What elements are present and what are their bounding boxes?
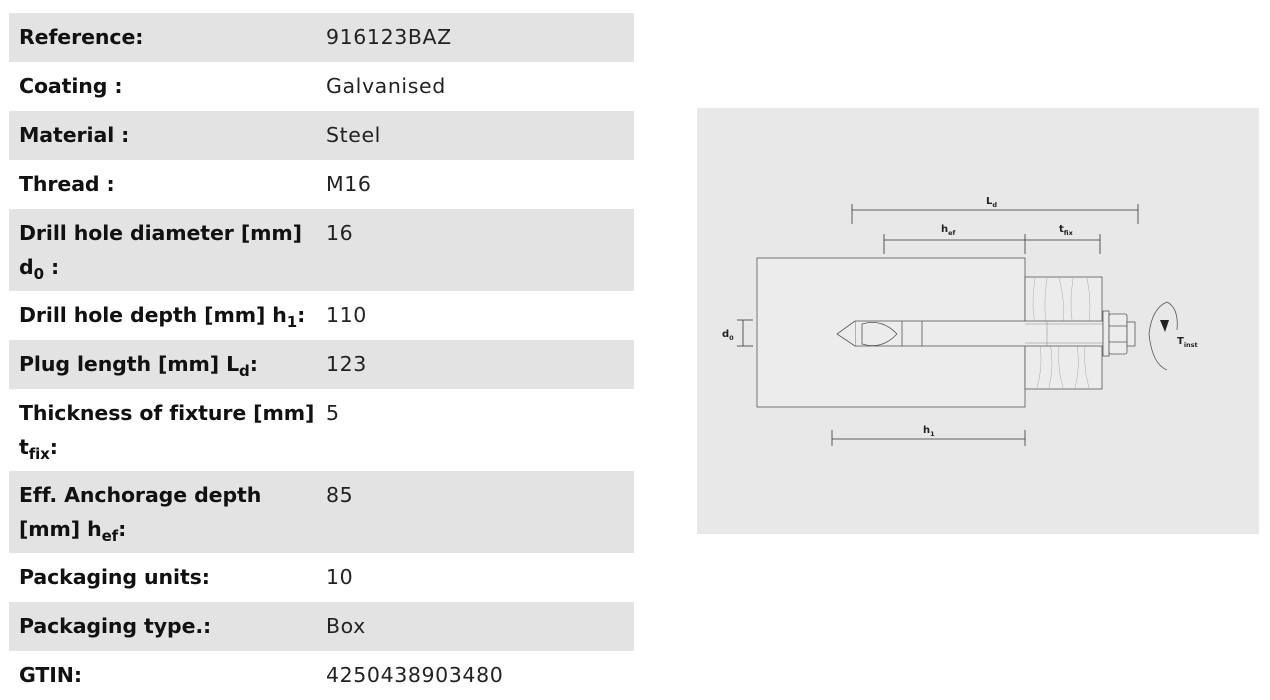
spec-value: 4250438903480 <box>326 663 504 687</box>
spec-row-material: Material : Steel <box>9 111 634 160</box>
dim-label-ld: Ld <box>986 196 997 209</box>
spec-row-reference: Reference: 916123BAZ <box>9 13 634 62</box>
dim-label-h1: h1 <box>923 425 935 438</box>
spec-value: 110 <box>326 303 367 327</box>
spec-row-packaging-units: Packaging units: 10 <box>9 553 634 602</box>
nut <box>1108 313 1128 355</box>
spec-row-packaging-type: Packaging type.: Box <box>9 602 634 651</box>
anchor-technical-drawing: Ld hef tfix d0 h1 Tinst <box>697 108 1259 534</box>
spec-label: Drill hole diameter [mm] d0 : <box>19 221 302 283</box>
bolt-shaft <box>854 320 1104 347</box>
spec-row-plug-length: Plug length [mm] Ld: 123 <box>9 340 634 389</box>
spec-row-gtin: GTIN: 4250438903480 <box>9 651 634 700</box>
thread-lines <box>1025 321 1103 346</box>
bolt-end <box>1126 321 1136 347</box>
spec-value: 85 <box>326 483 354 507</box>
spec-label: Thickness of fixture [mm] tfix: <box>19 401 315 463</box>
torque-arc <box>1148 301 1168 371</box>
expansion-clip <box>861 321 898 347</box>
bolt-tip <box>836 320 856 347</box>
spec-label: Eff. Anchorage depth [mm] hef: <box>19 483 262 545</box>
spec-label: Packaging units: <box>19 565 210 589</box>
spec-value: 5 <box>326 401 340 425</box>
spec-value: 916123BAZ <box>326 25 452 49</box>
spec-label: Coating : <box>19 74 123 98</box>
spec-value: 16 <box>326 221 354 245</box>
dim-label-d0: d0 <box>722 329 734 342</box>
anchor-drawing-svg: Ld hef tfix d0 h1 Tinst <box>722 196 1198 446</box>
spec-row-drill-depth: Drill hole depth [mm] h1: 110 <box>9 291 634 340</box>
spec-value: 123 <box>326 352 367 376</box>
spec-value: Steel <box>326 123 381 147</box>
spec-label: Thread : <box>19 172 115 196</box>
spec-label: GTIN: <box>19 663 82 687</box>
spec-label: Reference: <box>19 25 144 49</box>
spec-value: M16 <box>326 172 372 196</box>
dim-label-hef: hef <box>941 224 956 237</box>
spec-row-drill-diameter: Drill hole diameter [mm] d0 : 16 <box>9 209 634 291</box>
washer <box>1102 310 1110 357</box>
spec-label: Plug length [mm] Ld: <box>19 352 258 380</box>
spec-value: Galvanised <box>326 74 446 98</box>
spec-row-anchorage-depth: Eff. Anchorage depth [mm] hef: 85 <box>9 471 634 553</box>
dim-label-tinst: Tinst <box>1177 336 1198 349</box>
spec-label: Material : <box>19 123 130 147</box>
spec-value: 10 <box>326 565 354 589</box>
spec-label: Packaging type.: <box>19 614 212 638</box>
dimension-lines <box>737 204 1139 446</box>
spec-row-thread: Thread : M16 <box>9 160 634 209</box>
dim-label-tfix: tfix <box>1059 224 1074 237</box>
spec-value: Box <box>326 614 366 638</box>
spec-label: Drill hole depth [mm] h1: <box>19 303 306 331</box>
spec-row-fixture-thickness: Thickness of fixture [mm] tfix: 5 <box>9 389 634 471</box>
torque-arrow-head <box>1160 320 1169 332</box>
specification-table: Reference: 916123BAZ Coating : Galvanise… <box>9 13 634 700</box>
spec-row-coating: Coating : Galvanised <box>9 62 634 111</box>
